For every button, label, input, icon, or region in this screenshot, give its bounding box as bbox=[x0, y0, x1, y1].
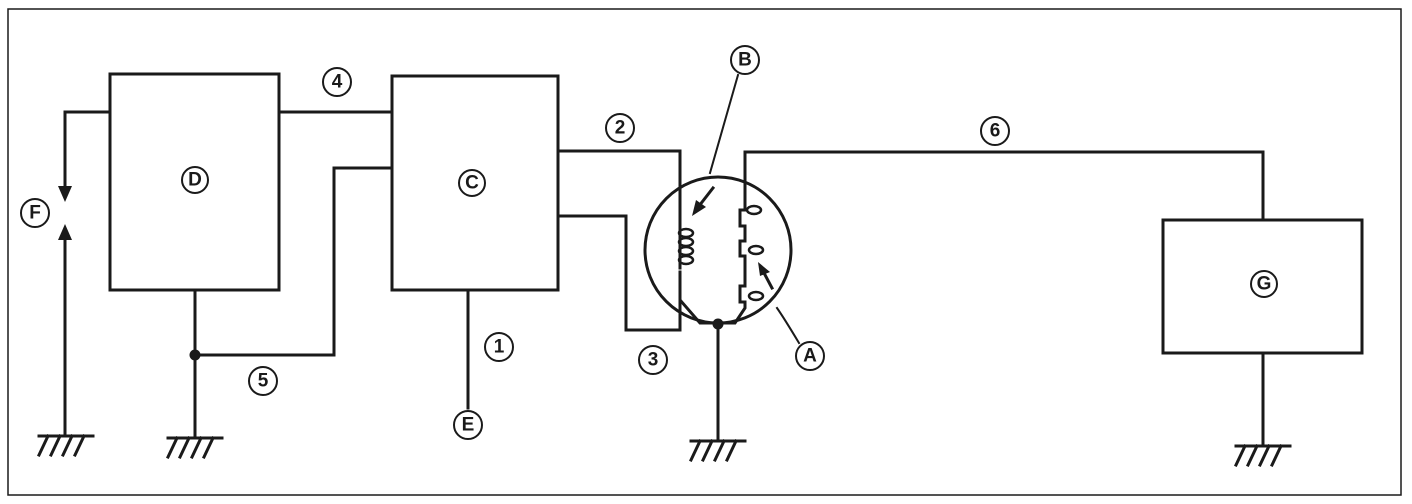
callout-5: 5 bbox=[248, 366, 278, 396]
callout-2-text: 2 bbox=[615, 118, 626, 139]
callout-e-text: E bbox=[462, 415, 475, 436]
callout-1: 1 bbox=[484, 332, 514, 362]
callout-3-text: 3 bbox=[648, 350, 659, 371]
coil-arrow-a-head bbox=[758, 262, 770, 276]
coil-arrow-b-head bbox=[692, 200, 706, 216]
spark-gap-arrow-up bbox=[58, 224, 72, 240]
spark-gap-arrows bbox=[58, 186, 72, 240]
callout-a-text: A bbox=[803, 346, 817, 367]
block-label-g: G bbox=[1250, 270, 1278, 298]
callout-6-text: 6 bbox=[990, 121, 1001, 142]
ground-symbols bbox=[37, 434, 1292, 467]
ground-symbol-g bbox=[1234, 444, 1292, 467]
block-label-d: D bbox=[181, 166, 209, 194]
callout-b-text: B bbox=[738, 50, 752, 71]
callout-6: 6 bbox=[980, 116, 1010, 146]
callout-1-text: 1 bbox=[494, 337, 505, 358]
callout-f: F bbox=[20, 198, 50, 228]
wire-3 bbox=[556, 214, 682, 332]
callout-b: B bbox=[730, 45, 760, 75]
ground-symbol-f bbox=[37, 434, 95, 457]
secondary-coil-loops bbox=[745, 204, 765, 302]
leader-line-a bbox=[775, 306, 801, 345]
callout-2: 2 bbox=[605, 113, 635, 143]
diagram-frame bbox=[7, 8, 1402, 496]
secondary-winding bbox=[716, 201, 747, 325]
ground-symbol-d bbox=[166, 436, 224, 459]
callout-4: 4 bbox=[322, 67, 352, 97]
coil-arrow-b bbox=[696, 185, 716, 209]
coil-housing bbox=[643, 175, 793, 325]
leader-line-b bbox=[708, 73, 740, 175]
spark-gap-upper-wire bbox=[63, 110, 112, 192]
wire-2 bbox=[556, 149, 682, 217]
block-label-d-text: D bbox=[188, 170, 202, 191]
callout-3: 3 bbox=[638, 345, 668, 375]
spark-gap-arrow-down bbox=[58, 186, 72, 202]
callout-a: A bbox=[795, 341, 825, 371]
callout-4-text: 4 bbox=[332, 72, 343, 93]
callout-5-text: 5 bbox=[258, 371, 269, 392]
wire-6 bbox=[743, 150, 1265, 222]
junction-dot-d bbox=[189, 349, 201, 361]
callout-f-text: F bbox=[29, 203, 41, 224]
ignition-coil bbox=[643, 175, 793, 325]
wire-5 bbox=[193, 166, 394, 357]
block-label-c-text: C bbox=[465, 173, 479, 194]
callout-e: E bbox=[453, 410, 483, 440]
block-label-c: C bbox=[458, 169, 486, 197]
ground-symbol-coil bbox=[689, 439, 747, 462]
block-label-g-text: G bbox=[1257, 274, 1272, 295]
